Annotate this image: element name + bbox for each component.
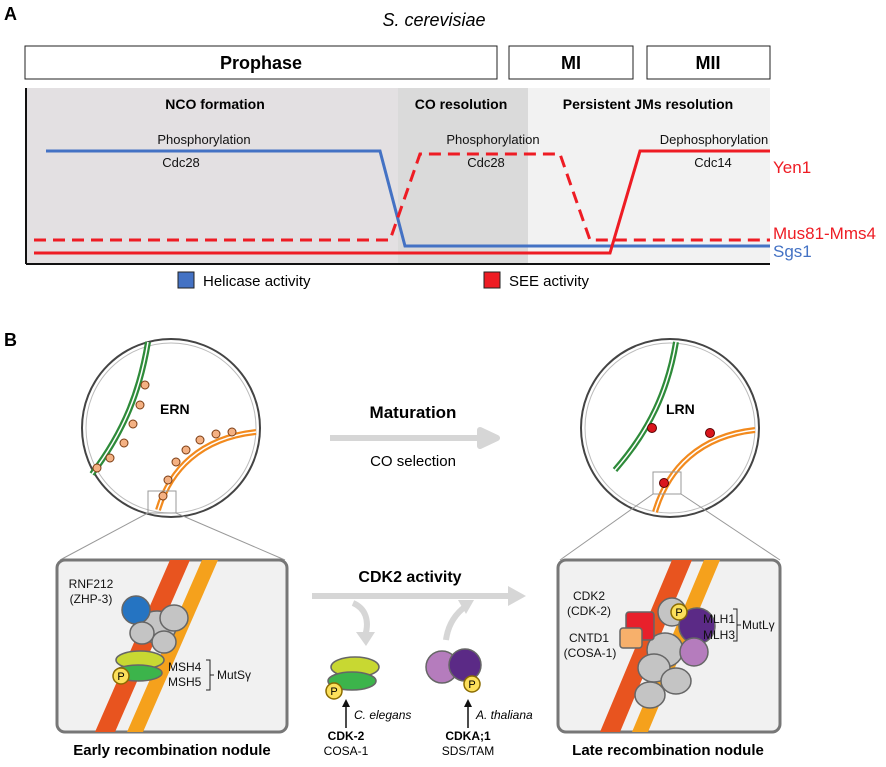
jm-stage-label: Persistent JMs resolution — [563, 96, 733, 112]
celegans-complex — [325, 656, 380, 700]
see-swatch — [483, 271, 501, 289]
panel-b-letter: B — [4, 330, 17, 350]
cdk2b-box-label: (CDK-2) — [567, 604, 611, 618]
sgs1-line — [46, 149, 770, 248]
athaliana-partner: SDS/TAM — [442, 744, 494, 758]
maturation-label: Maturation — [370, 403, 457, 422]
kinase-label-2: Cdc28 — [467, 155, 505, 170]
late-caption: Late recombination nodule — [572, 742, 764, 759]
co-stage-label: CO resolution — [415, 96, 508, 112]
panel-a-letter: A — [4, 4, 17, 24]
mus81-line — [34, 152, 770, 242]
phase-boxes: Prophase MI MII — [24, 45, 771, 80]
athaliana-kinase: CDKA;1 — [445, 729, 491, 743]
lrn-nucleus: LRN — [580, 338, 760, 518]
celegans-partner: COSA-1 — [324, 744, 369, 758]
cntd1-label: CNTD1 — [569, 631, 609, 645]
early-caption: Early recombination nodule — [73, 742, 271, 759]
msh5-label: MSH5 — [168, 675, 202, 689]
dephospho-label: Dephosphorylation — [660, 132, 768, 147]
nco-stage-label: NCO formation — [165, 96, 265, 112]
jm-region — [528, 88, 770, 264]
kinase-label-3: Cdc14 — [694, 155, 732, 170]
zhp3-label: (ZHP-3) — [70, 592, 113, 606]
early-nodule-panel: P RNF212 (ZHP-3) MSH4 MSH5 MutSγ — [55, 558, 289, 734]
athaliana-species: A. thaliana — [475, 708, 533, 722]
legend: Helicase activity SEE activity — [177, 271, 590, 290]
curve-arrow-up — [443, 603, 468, 641]
organism-title: S. cerevisiae — [382, 10, 485, 30]
late-nodule-panel: P CDK2 (CDK-2) CNTD1 (COSA-1) MLH1 MLH3 … — [556, 558, 782, 734]
late-complex — [619, 597, 716, 709]
lrn-foci — [647, 423, 715, 488]
mi-box — [508, 45, 634, 80]
curve-arrow-down — [351, 600, 370, 637]
prophase-label: Prophase — [220, 53, 302, 73]
cdk2-box-label: CDK2 — [573, 589, 605, 603]
ern-zoom-line-right — [175, 512, 286, 561]
mi-label: MI — [561, 53, 581, 73]
early-p-label: P — [117, 671, 124, 683]
co-selection-label: CO selection — [370, 453, 456, 470]
cdk2-arrowhead — [508, 586, 526, 606]
lrn-zoom-line-right — [680, 493, 781, 561]
mlh3-label: MLH3 — [703, 628, 735, 642]
late-p-label: P — [675, 607, 682, 619]
celegans-species: C. elegans — [354, 708, 411, 722]
mlh1-label: MLH1 — [703, 612, 735, 626]
celegans-kinase: CDK-2 — [328, 729, 365, 743]
early-red-chromatid — [95, 560, 190, 732]
early-complex — [112, 595, 189, 685]
cosa1b-label: (COSA-1) — [564, 646, 617, 660]
yen1-line — [34, 149, 770, 255]
ern-nucleus: ERN — [81, 338, 261, 518]
ern-zoom-box — [147, 490, 177, 514]
yen1-label: Yen1 — [773, 158, 811, 177]
phospho-label-1: Phosphorylation — [157, 132, 250, 147]
msh4-label: MSH4 — [168, 660, 202, 674]
lrn-zoom-box — [652, 471, 682, 495]
mii-label: MII — [696, 53, 721, 73]
lrn-label: LRN — [666, 401, 695, 417]
mii-box — [646, 45, 771, 80]
sgs1-label: Sgs1 — [773, 242, 812, 261]
mus81-label: Mus81-Mms4 — [773, 224, 876, 243]
kinase-label-1: Cdc28 — [162, 155, 200, 170]
phospho-label-2: Phosphorylation — [446, 132, 539, 147]
ern-foci — [92, 380, 237, 501]
lrn-zoom-line-left — [559, 493, 654, 561]
rnf212-label: RNF212 — [69, 577, 114, 591]
prophase-box — [24, 45, 498, 80]
mutsg-bracket — [206, 659, 214, 691]
helicase-legend-label: Helicase activity — [203, 273, 311, 290]
nco-region — [26, 88, 398, 264]
athaliana-p-label: P — [468, 679, 475, 691]
maturation-arrow — [330, 427, 500, 449]
ern-circle — [81, 338, 261, 518]
lrn-circle — [580, 338, 760, 518]
mutsg-label: MutSγ — [217, 668, 251, 682]
ern-label: ERN — [160, 401, 190, 417]
cdk2-activity-label: CDK2 activity — [358, 569, 461, 586]
athaliana-complex — [425, 648, 482, 693]
mutlg-bracket — [733, 608, 741, 642]
mutlg-label: MutLγ — [742, 618, 775, 632]
helicase-swatch — [177, 271, 195, 289]
celegans-p-label: P — [330, 686, 337, 698]
co-region — [398, 88, 528, 264]
ern-zoom-line-left — [59, 512, 149, 561]
see-legend-label: SEE activity — [509, 273, 590, 290]
